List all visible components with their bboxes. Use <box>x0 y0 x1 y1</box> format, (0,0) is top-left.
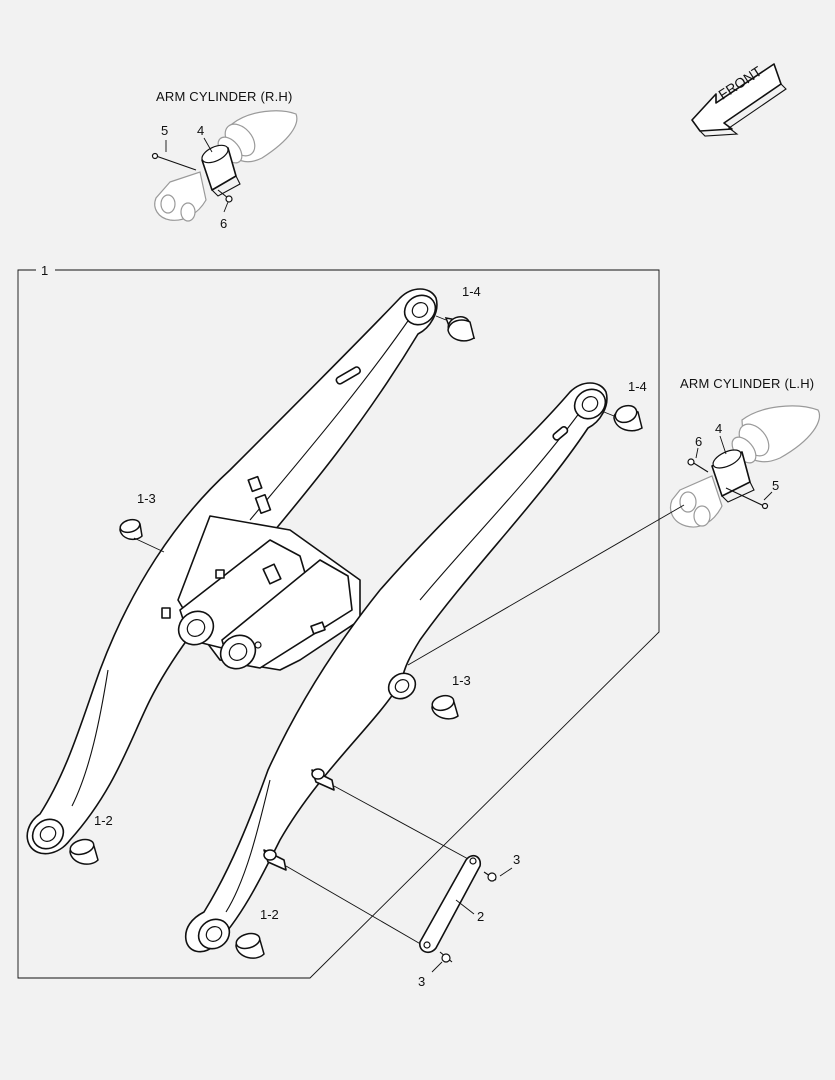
callout-lh-nut: 6 <box>695 434 703 449</box>
cylinder-lh-detail <box>407 405 820 666</box>
callout-lh-bracket: 4 <box>715 421 723 436</box>
callout-tip-right: 1-2 <box>260 907 279 922</box>
assembly-frame <box>17 269 660 979</box>
right-arm <box>184 382 608 953</box>
assembly-number-label: 1 <box>41 263 49 278</box>
bushings <box>69 315 643 959</box>
callout-rh-nut: 6 <box>220 216 228 231</box>
callout-clip-lower: 3 <box>418 974 426 989</box>
callout-pivot-right: 1-4 <box>628 379 647 394</box>
cross-member <box>177 515 361 671</box>
cylinder-lh-title: ARM CYLINDER (L.H) <box>680 376 815 391</box>
callout-link: 2 <box>477 909 485 924</box>
callout-boss-right: 1-3 <box>452 673 471 688</box>
callout-clip-upper: 3 <box>513 852 521 867</box>
front-direction-arrow <box>691 63 787 137</box>
callout-pivot-left: 1-4 <box>462 284 481 299</box>
callout-rh-bolt: 5 <box>161 123 169 138</box>
cylinder-rh-title: ARM CYLINDER (R.H) <box>156 89 293 104</box>
callout-rh-bracket: 4 <box>197 123 205 138</box>
link-assembly <box>263 768 513 973</box>
callout-lh-bolt: 5 <box>772 478 780 493</box>
cylinder-rh-detail <box>151 110 298 222</box>
callout-boss-left: 1-3 <box>137 491 156 506</box>
callout-tip-left: 1-2 <box>94 813 113 828</box>
